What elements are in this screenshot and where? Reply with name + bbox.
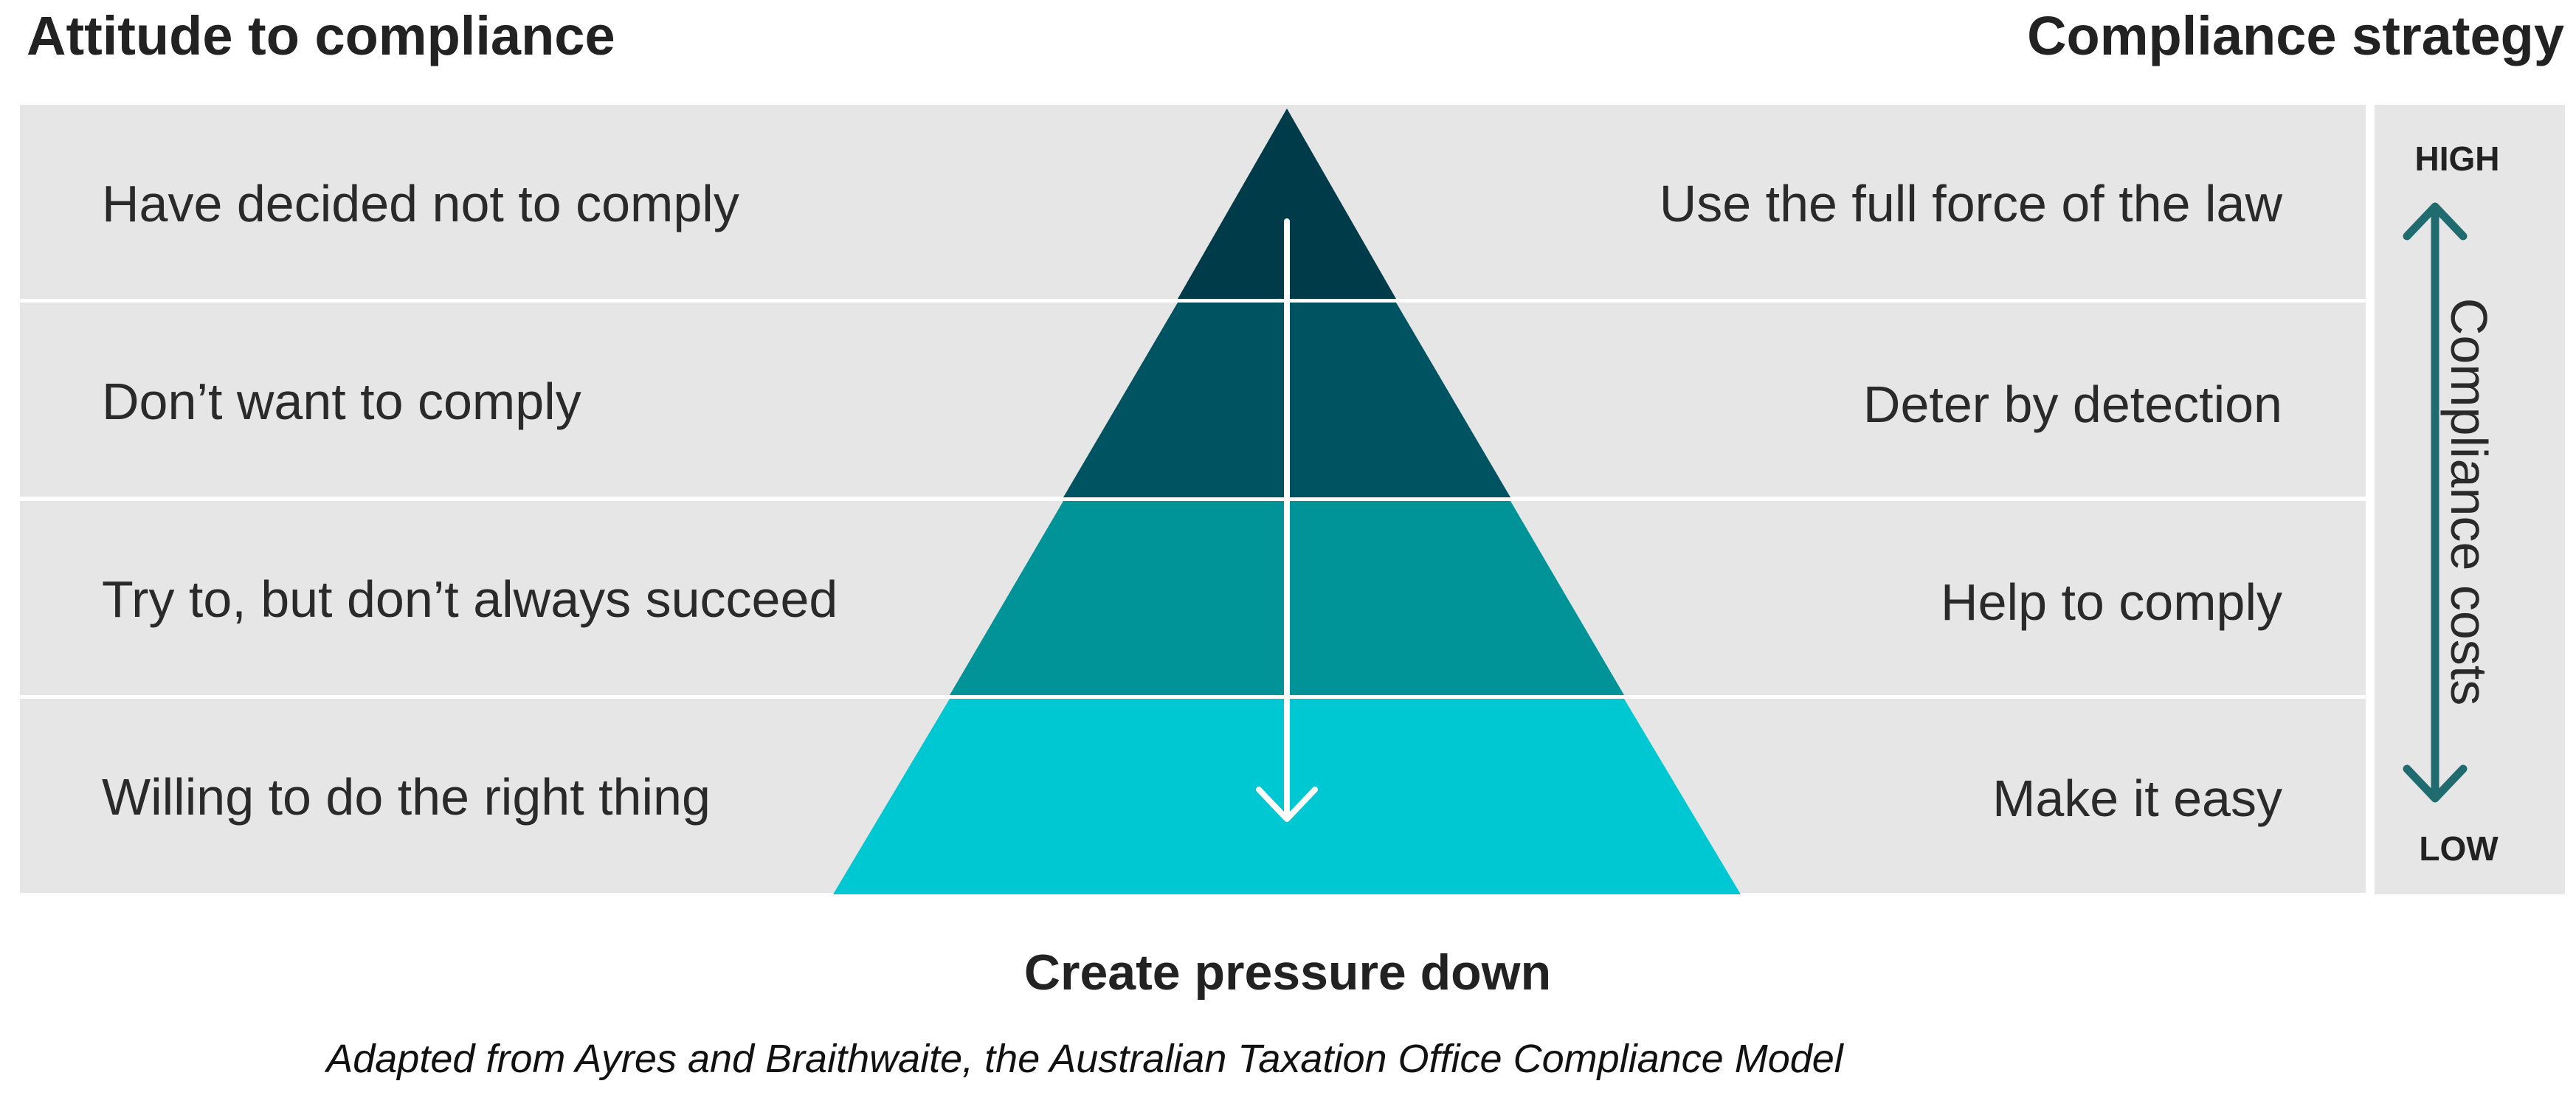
strategy-label-4: Make it easy — [1992, 770, 2282, 827]
compliance-costs-label: Compliance costs — [2440, 297, 2498, 706]
costs-high-label: HIGH — [2414, 139, 2500, 178]
strategy-label-1: Use the full force of the law — [1659, 175, 2282, 232]
attitude-column-title: Attitude to compliance — [27, 5, 615, 66]
pressure-down-label: Create pressure down — [1023, 944, 1552, 1001]
double-headed-arrow-icon — [2403, 202, 2468, 803]
attitude-label-2: Don’t want to comply — [102, 373, 581, 430]
pressure-down-arrow — [1256, 218, 1318, 822]
source-note: Adapted from Ayres and Braithwaite, the … — [326, 1037, 1843, 1081]
strategy-label-2: Deter by detection — [1862, 376, 2282, 433]
pyramid-tier-1 — [1178, 108, 1396, 299]
costs-low-label: LOW — [2419, 829, 2499, 868]
strategy-label-3: Help to comply — [1941, 573, 2282, 631]
attitude-label-4: Willing to do the right thing — [102, 768, 711, 826]
attitude-label-3: Try to, but don’t always succeed — [102, 570, 838, 628]
level-band-1 — [20, 105, 2366, 299]
attitude-label-1: Have decided not to comply — [102, 175, 739, 232]
strategy-column-title: Compliance strategy — [2027, 5, 2564, 66]
